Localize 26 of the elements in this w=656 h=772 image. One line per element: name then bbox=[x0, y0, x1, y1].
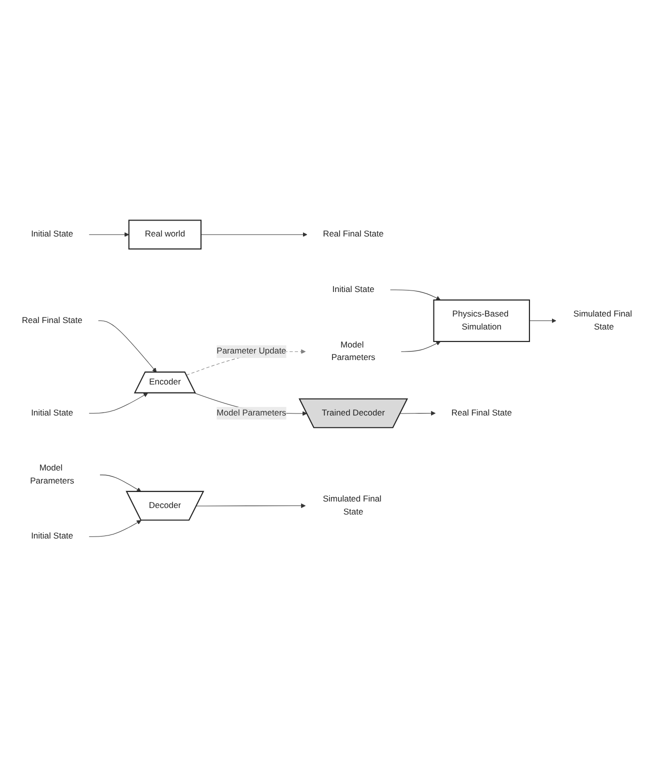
node-text: Simulated Final State bbox=[573, 310, 632, 332]
node-text: Real Final State bbox=[323, 230, 384, 240]
node-text: Initial State bbox=[31, 408, 74, 418]
arrow bbox=[196, 504, 306, 508]
arrow bbox=[100, 475, 142, 492]
edge-label: Model Parameters bbox=[216, 408, 286, 418]
node-text: Real Final State bbox=[22, 316, 82, 326]
node-text: Real Final State bbox=[451, 408, 512, 418]
arrow bbox=[400, 342, 441, 352]
arrow bbox=[88, 232, 130, 238]
node-text: Initial State bbox=[31, 532, 74, 542]
node-text: Simulated Final State bbox=[322, 494, 382, 517]
arrow bbox=[390, 290, 441, 301]
node-box: Real world bbox=[128, 220, 202, 250]
node-text: Model Parameters bbox=[331, 340, 376, 363]
arrow bbox=[529, 318, 556, 324]
arrow bbox=[88, 520, 142, 538]
arrow bbox=[88, 393, 148, 414]
node-text: Initial State bbox=[332, 286, 374, 295]
edge-label: Parameter Update bbox=[216, 347, 286, 356]
node-box: Physics-Based Simulation bbox=[433, 300, 530, 342]
node-text: Initial State bbox=[31, 230, 74, 240]
arrow bbox=[400, 411, 436, 416]
arrow bbox=[98, 320, 157, 373]
node-text: Model Parameters bbox=[30, 464, 74, 486]
arrow bbox=[200, 232, 308, 238]
